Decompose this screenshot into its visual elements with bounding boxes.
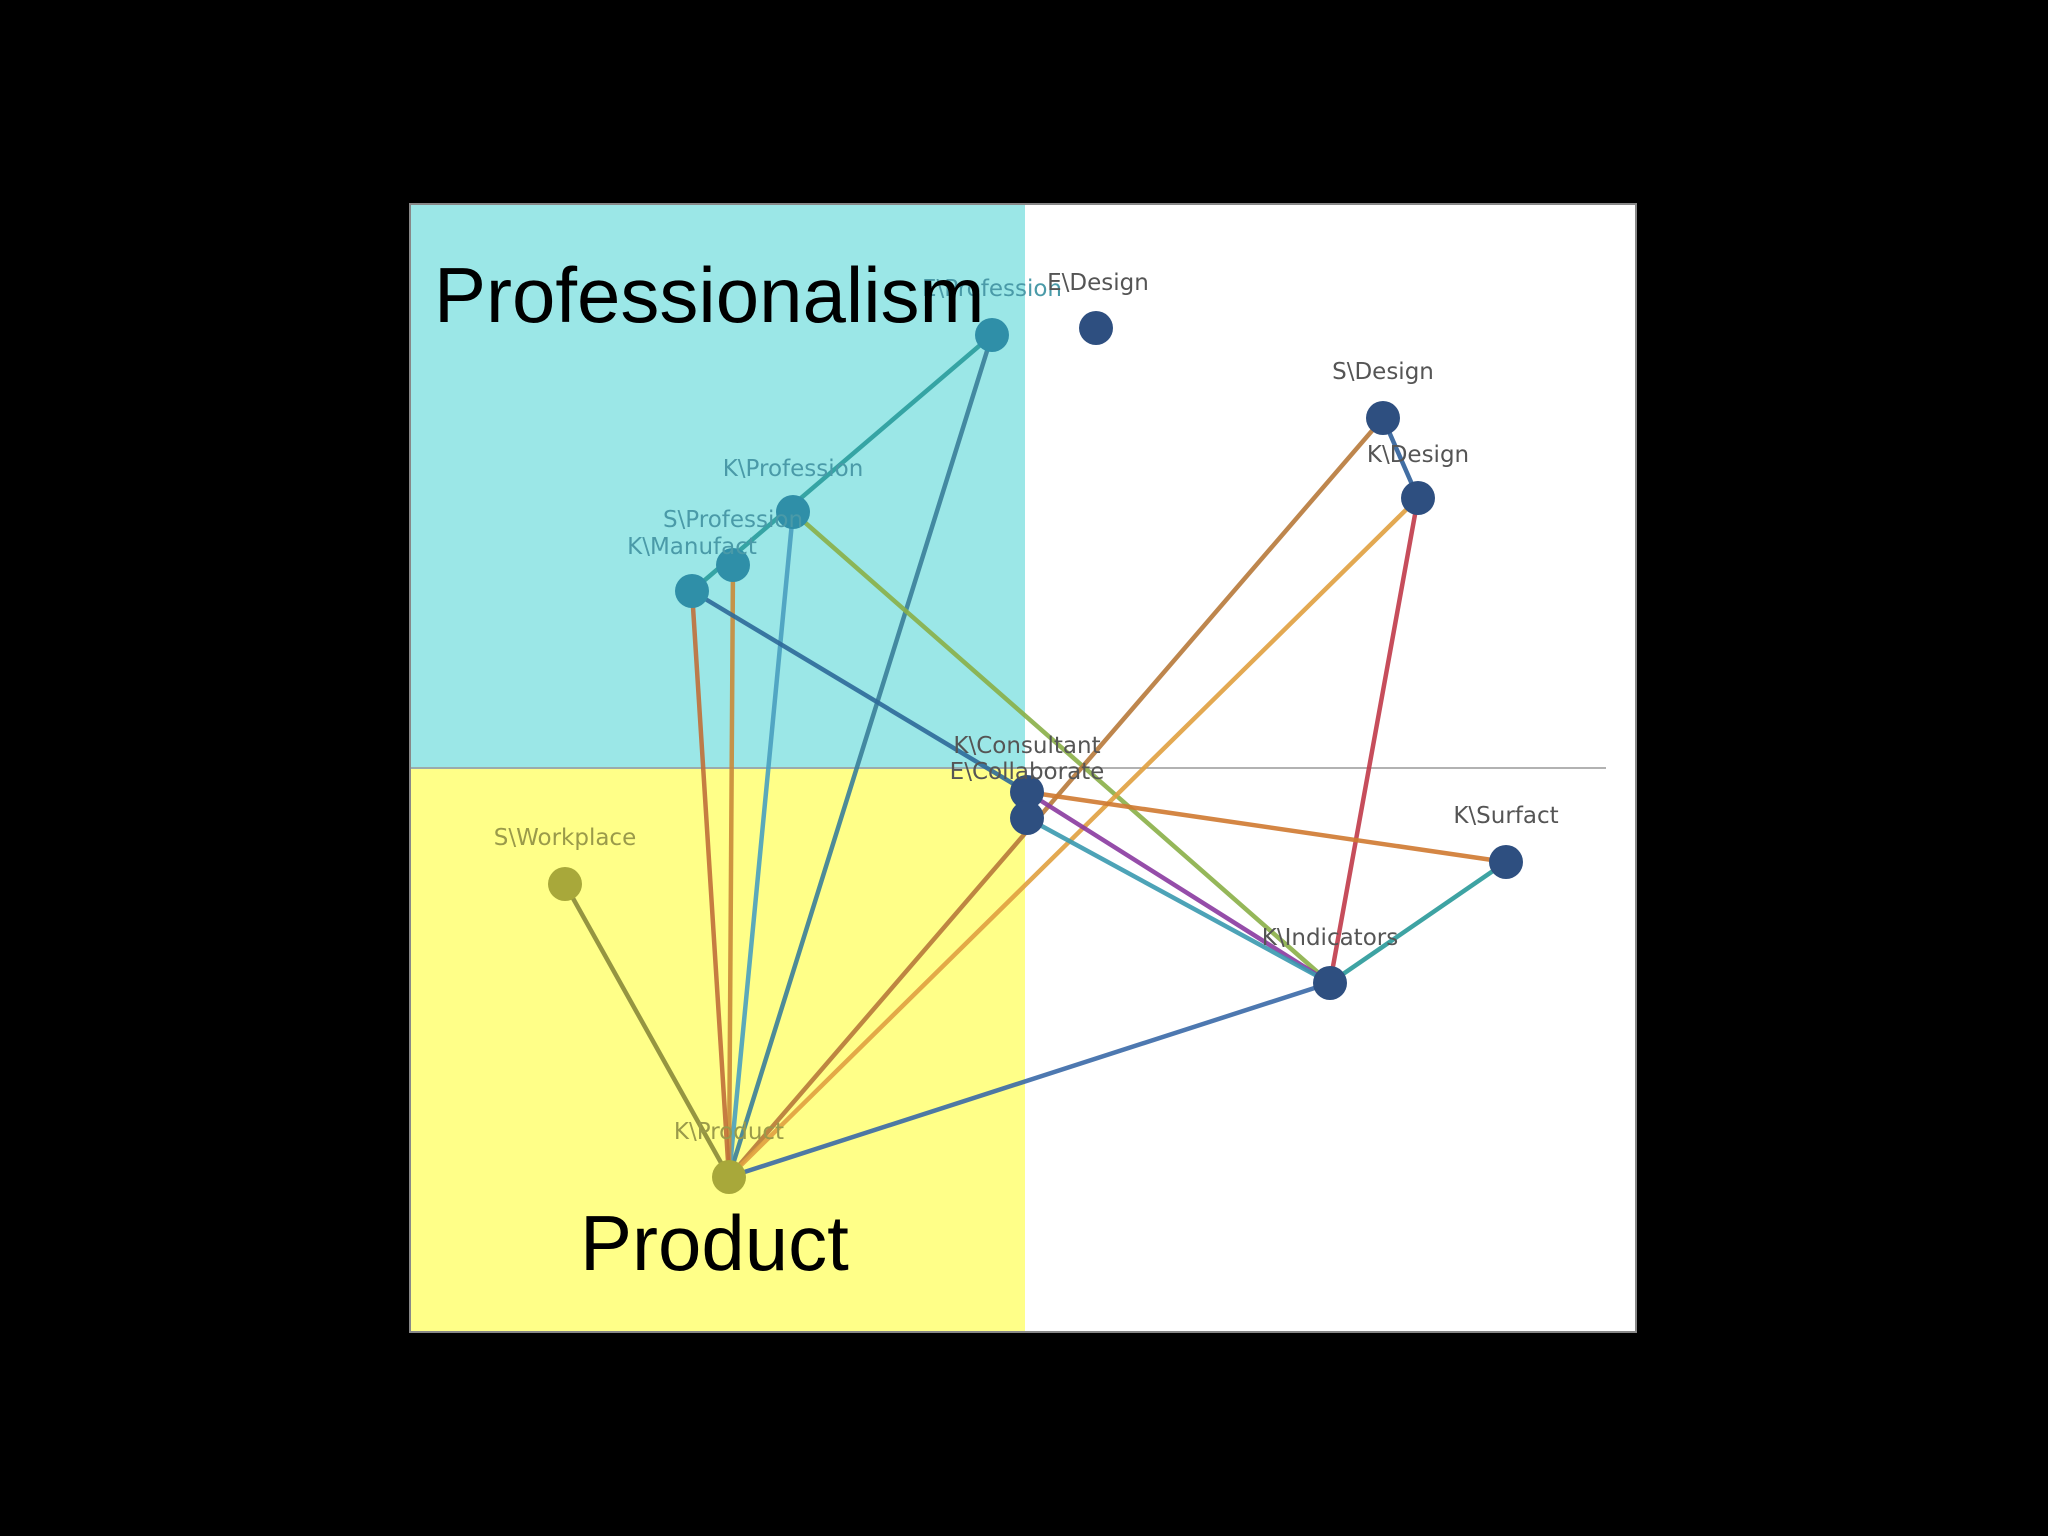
edge-k-manufact-to-k-product <box>689 588 732 1180</box>
edge-k-profession-to-k-indicators <box>790 509 1333 986</box>
edge-k-design-to-k-product <box>726 495 1421 1180</box>
quadrant-professionalism-area <box>411 205 1025 769</box>
node-label-e-design: E\Design <box>1047 270 1149 296</box>
quadrant-product-area <box>411 769 1025 1331</box>
edge-k-consultant-to-k-surfact <box>1024 789 1509 865</box>
edge-e-collaborate-to-k-indicators <box>1024 815 1333 986</box>
node-label-k-design: K\Design <box>1367 442 1469 468</box>
edges-layer <box>562 332 1509 1180</box>
nodes-layer <box>548 311 1523 1194</box>
node-label-k-product: K\Product <box>674 1119 784 1145</box>
edge-e-profession-to-k-manufact <box>689 332 995 594</box>
node-label-k-profession: K\Profession <box>723 456 864 482</box>
node-label-k-indicators: K\Indicators <box>1262 925 1398 951</box>
labels-layer: E\ProfessionE\DesignS\DesignK\DesignK\Pr… <box>494 270 1559 1145</box>
node-s-profession[interactable] <box>716 548 750 582</box>
node-label-k-surfact: K\Surfact <box>1453 803 1558 829</box>
edge-s-profession-to-k-product <box>726 562 736 1180</box>
node-label-s-profession: S\Profession <box>663 507 803 533</box>
node-k-indicators[interactable] <box>1313 966 1347 1000</box>
node-label-s-workplace: S\Workplace <box>494 825 636 851</box>
node-label-e-collaborate: E\Collaborate <box>950 759 1105 785</box>
node-label-k-manufact: K\Manufact <box>627 534 757 560</box>
edge-k-indicators-to-k-product <box>726 980 1333 1180</box>
node-e-collaborate[interactable] <box>1010 801 1044 835</box>
node-k-surfact[interactable] <box>1489 845 1523 879</box>
node-e-profession[interactable] <box>975 318 1009 352</box>
edge-k-design-to-k-indicators <box>1327 495 1421 986</box>
node-k-design[interactable] <box>1401 481 1435 515</box>
node-label-s-design: S\Design <box>1332 359 1434 385</box>
node-label-e-profession: E\Profession <box>922 276 1062 302</box>
node-k-profession[interactable] <box>776 495 810 529</box>
quadrant-title-product: Product <box>580 1199 849 1287</box>
edge-k-surfact-to-k-indicators <box>1327 859 1509 986</box>
node-s-workplace[interactable] <box>548 867 582 901</box>
edge-e-profession-to-k-product <box>726 332 995 1180</box>
node-k-consultant[interactable] <box>1010 775 1044 809</box>
node-e-design[interactable] <box>1079 311 1113 345</box>
node-s-design[interactable] <box>1366 401 1400 435</box>
node-label-k-consultant: K\Consultant <box>953 733 1100 759</box>
node-k-product[interactable] <box>712 1160 746 1194</box>
edge-s-workplace-to-k-product <box>562 881 732 1180</box>
edge-k-manufact-to-k-consultant <box>689 588 1030 795</box>
edge-k-consultant-to-k-indicators <box>1024 789 1333 986</box>
node-k-manufact[interactable] <box>675 574 709 608</box>
edge-k-profession-to-k-product <box>726 509 796 1180</box>
quadrant-title-professionalism: Professionalism <box>434 251 985 339</box>
